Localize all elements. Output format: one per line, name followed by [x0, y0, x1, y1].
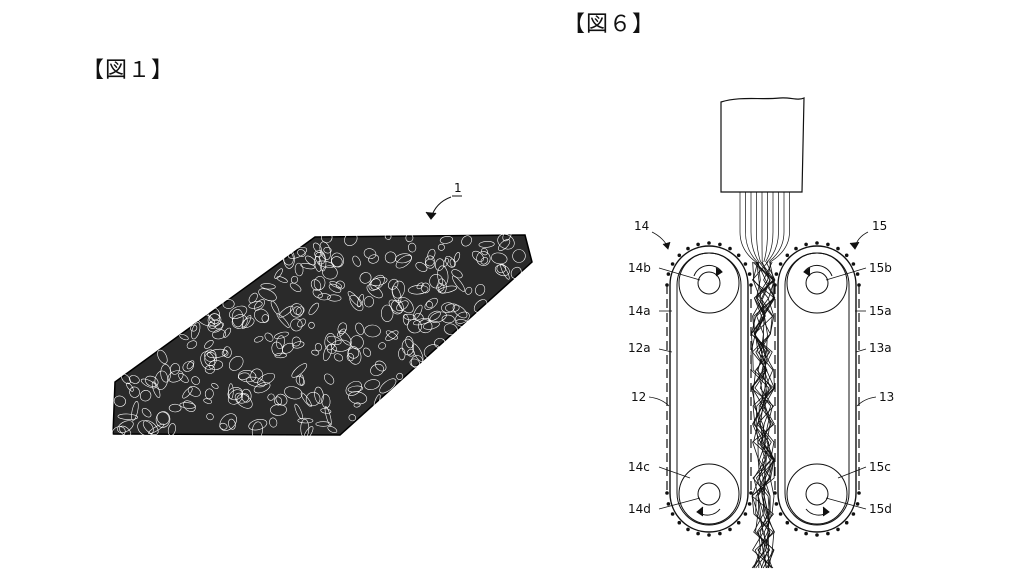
label-13: 13 — [879, 390, 894, 404]
roller-shaft-14d — [697, 482, 721, 506]
conveyor-15 — [773, 241, 861, 537]
mat-body — [112, 234, 533, 436]
conveyor-14 — [665, 241, 753, 537]
rotation-arrow-14b-icon — [693, 264, 723, 277]
label-15d: 15d — [869, 502, 892, 516]
roller-14a — [678, 252, 740, 314]
label-14c: 14c — [628, 460, 650, 474]
nozzle-head — [720, 97, 805, 193]
label-13a: 13a — [869, 341, 892, 355]
figure-6-title: 【図６】 — [563, 12, 656, 37]
belt-plates-13 — [773, 241, 861, 537]
mat-fiber-texture — [112, 229, 526, 441]
label-12a: 12a — [628, 341, 651, 355]
label-14d: 14d — [628, 502, 651, 516]
label-15a: 15a — [869, 304, 892, 318]
roller-shaft-15b — [805, 271, 829, 295]
roller-15c — [786, 463, 848, 525]
tangled-fiber-strand — [750, 261, 776, 569]
ref-arrow-1 — [425, 195, 462, 220]
label-14a: 14a — [628, 304, 651, 318]
roller-shaft-14b — [697, 271, 721, 295]
extruded-filaments — [739, 192, 790, 263]
label-14: 14 — [634, 219, 649, 233]
label-14b: 14b — [628, 261, 651, 275]
label-15c: 15c — [869, 460, 891, 474]
label-15b: 15b — [869, 261, 892, 275]
roller-shaft-15d — [805, 482, 829, 506]
fibrous-mat — [112, 229, 533, 441]
label-15: 15 — [872, 219, 887, 233]
roller-14c — [678, 463, 740, 525]
rotation-arrow-15b-icon — [803, 264, 833, 277]
label-12: 12 — [631, 390, 646, 404]
roller-15a — [786, 252, 848, 314]
ref-label-1: 1 — [454, 181, 462, 195]
figure-1-title: 【図１】 — [82, 58, 175, 83]
leader-lines — [648, 231, 877, 510]
